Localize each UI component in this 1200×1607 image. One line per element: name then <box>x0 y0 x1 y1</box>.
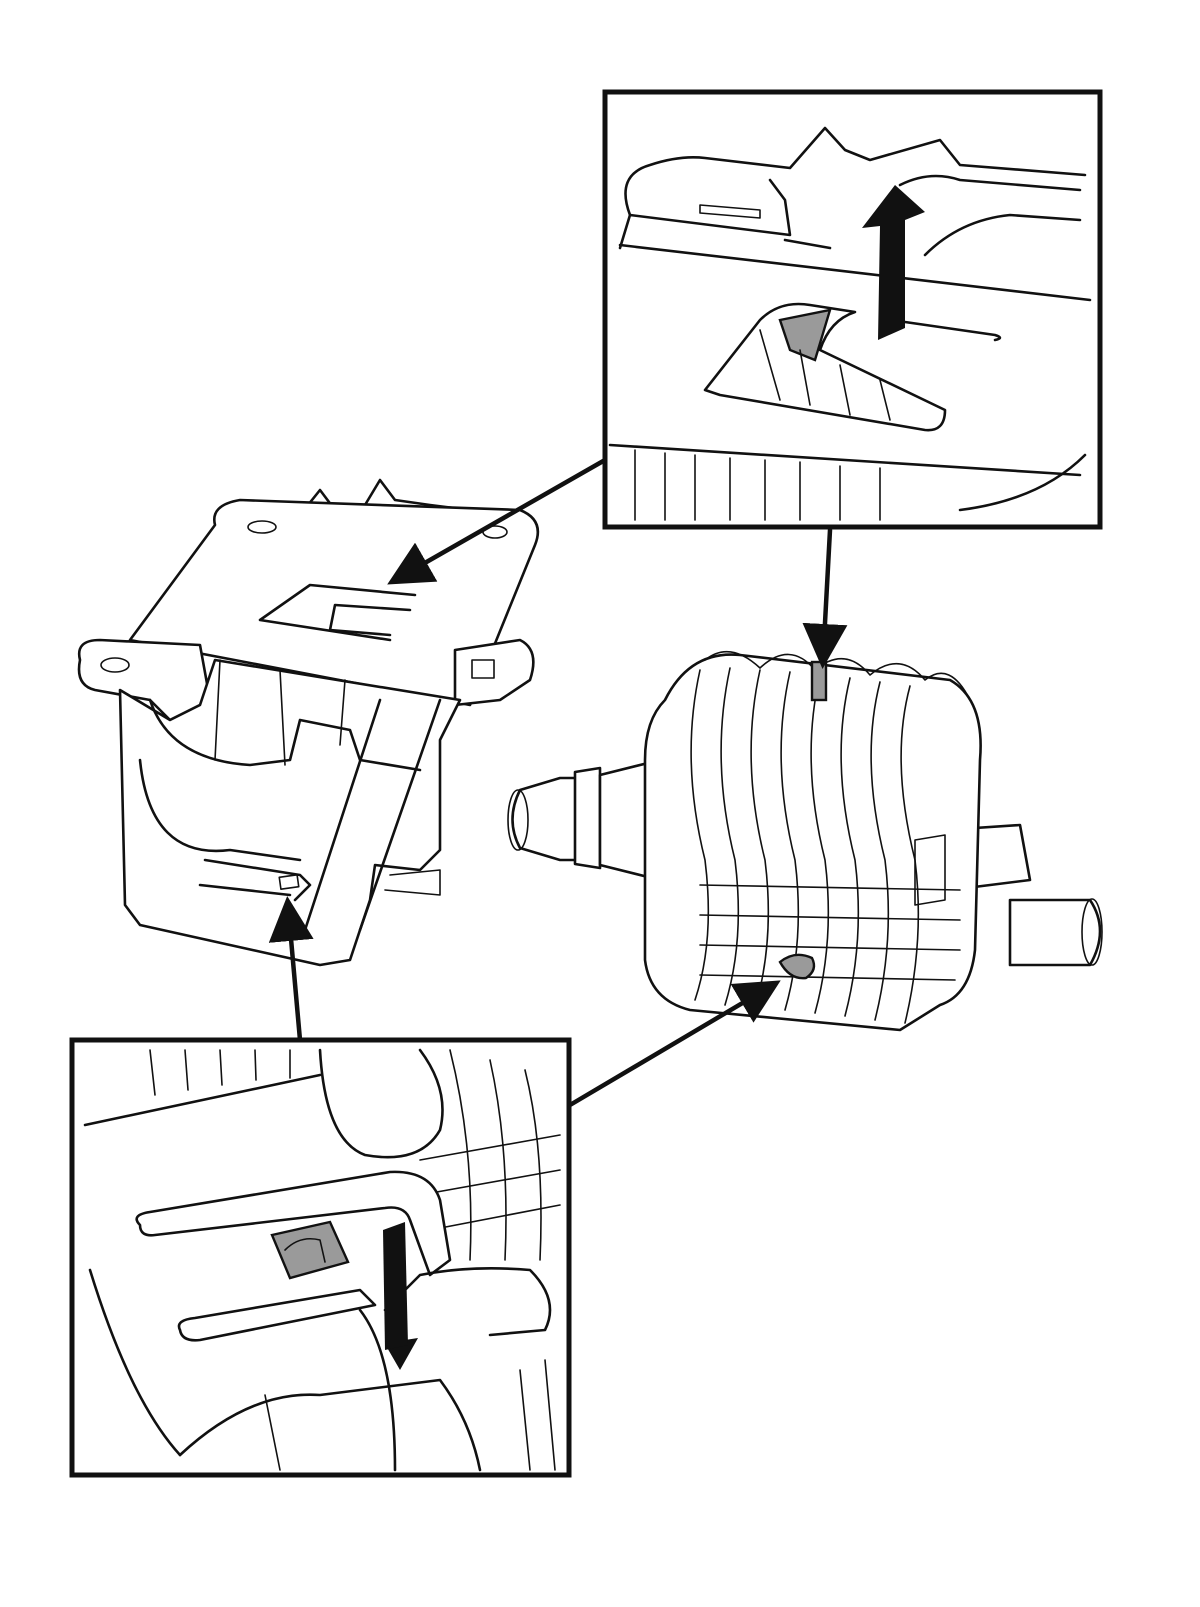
detail-view-top <box>602 89 1103 530</box>
mounting-bracket <box>77 478 540 967</box>
arrow-up-icon <box>862 185 925 340</box>
arrow-down-icon <box>383 1222 418 1370</box>
detail-view-bottom <box>69 1037 572 1478</box>
canister-filter <box>507 650 1103 1032</box>
callout-leader-lines <box>268 457 848 1108</box>
